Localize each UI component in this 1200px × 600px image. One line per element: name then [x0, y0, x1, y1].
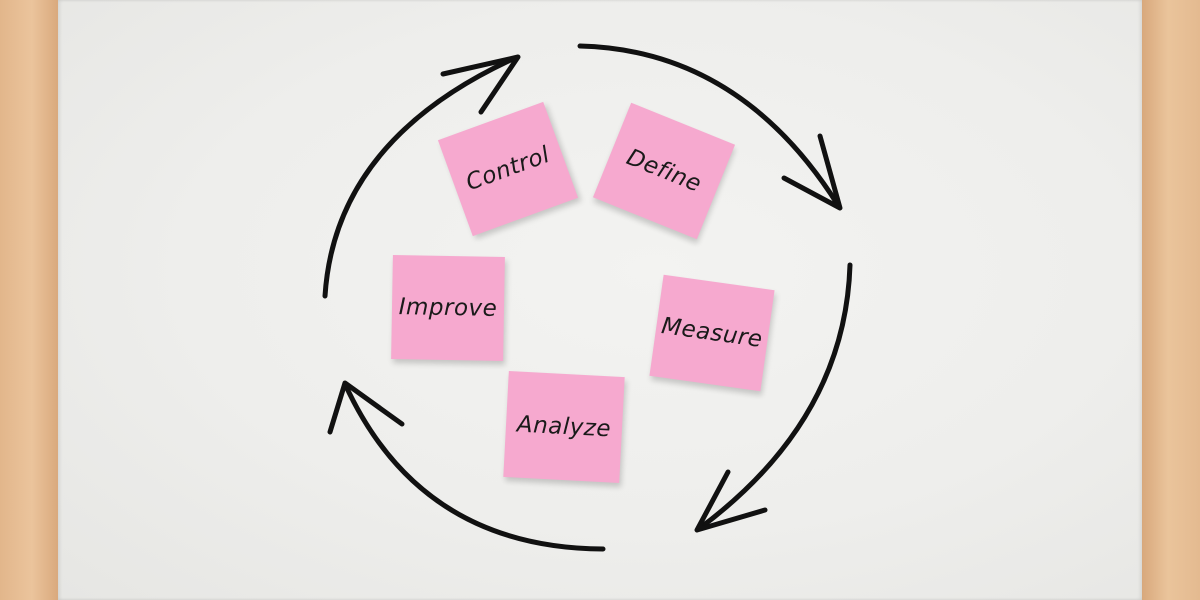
- arrow-right: [697, 262, 853, 531]
- arrowhead-right: [694, 469, 768, 533]
- arrowhead-top-right: [781, 133, 843, 211]
- sticky-note-improve: Improve: [391, 255, 505, 361]
- arrowhead-bottom-left: [327, 380, 405, 435]
- step-label-analyze: Analyze: [516, 411, 612, 443]
- sticky-note-measure: Measure: [649, 274, 775, 392]
- frame-left-edge: [0, 0, 58, 600]
- arrowhead-left: [440, 54, 521, 115]
- arrow-top-right: [577, 43, 841, 208]
- frame-right-edge: [1142, 0, 1200, 600]
- arrow-left: [322, 55, 518, 299]
- step-label-measure: Measure: [659, 313, 765, 353]
- sticky-note-analyze: Analyze: [503, 371, 625, 483]
- arrow-bottom-left: [342, 381, 606, 552]
- whiteboard: [58, 0, 1142, 600]
- step-label-define: Define: [622, 144, 706, 198]
- step-label-improve: Improve: [398, 294, 498, 322]
- step-label-control: Control: [462, 141, 554, 197]
